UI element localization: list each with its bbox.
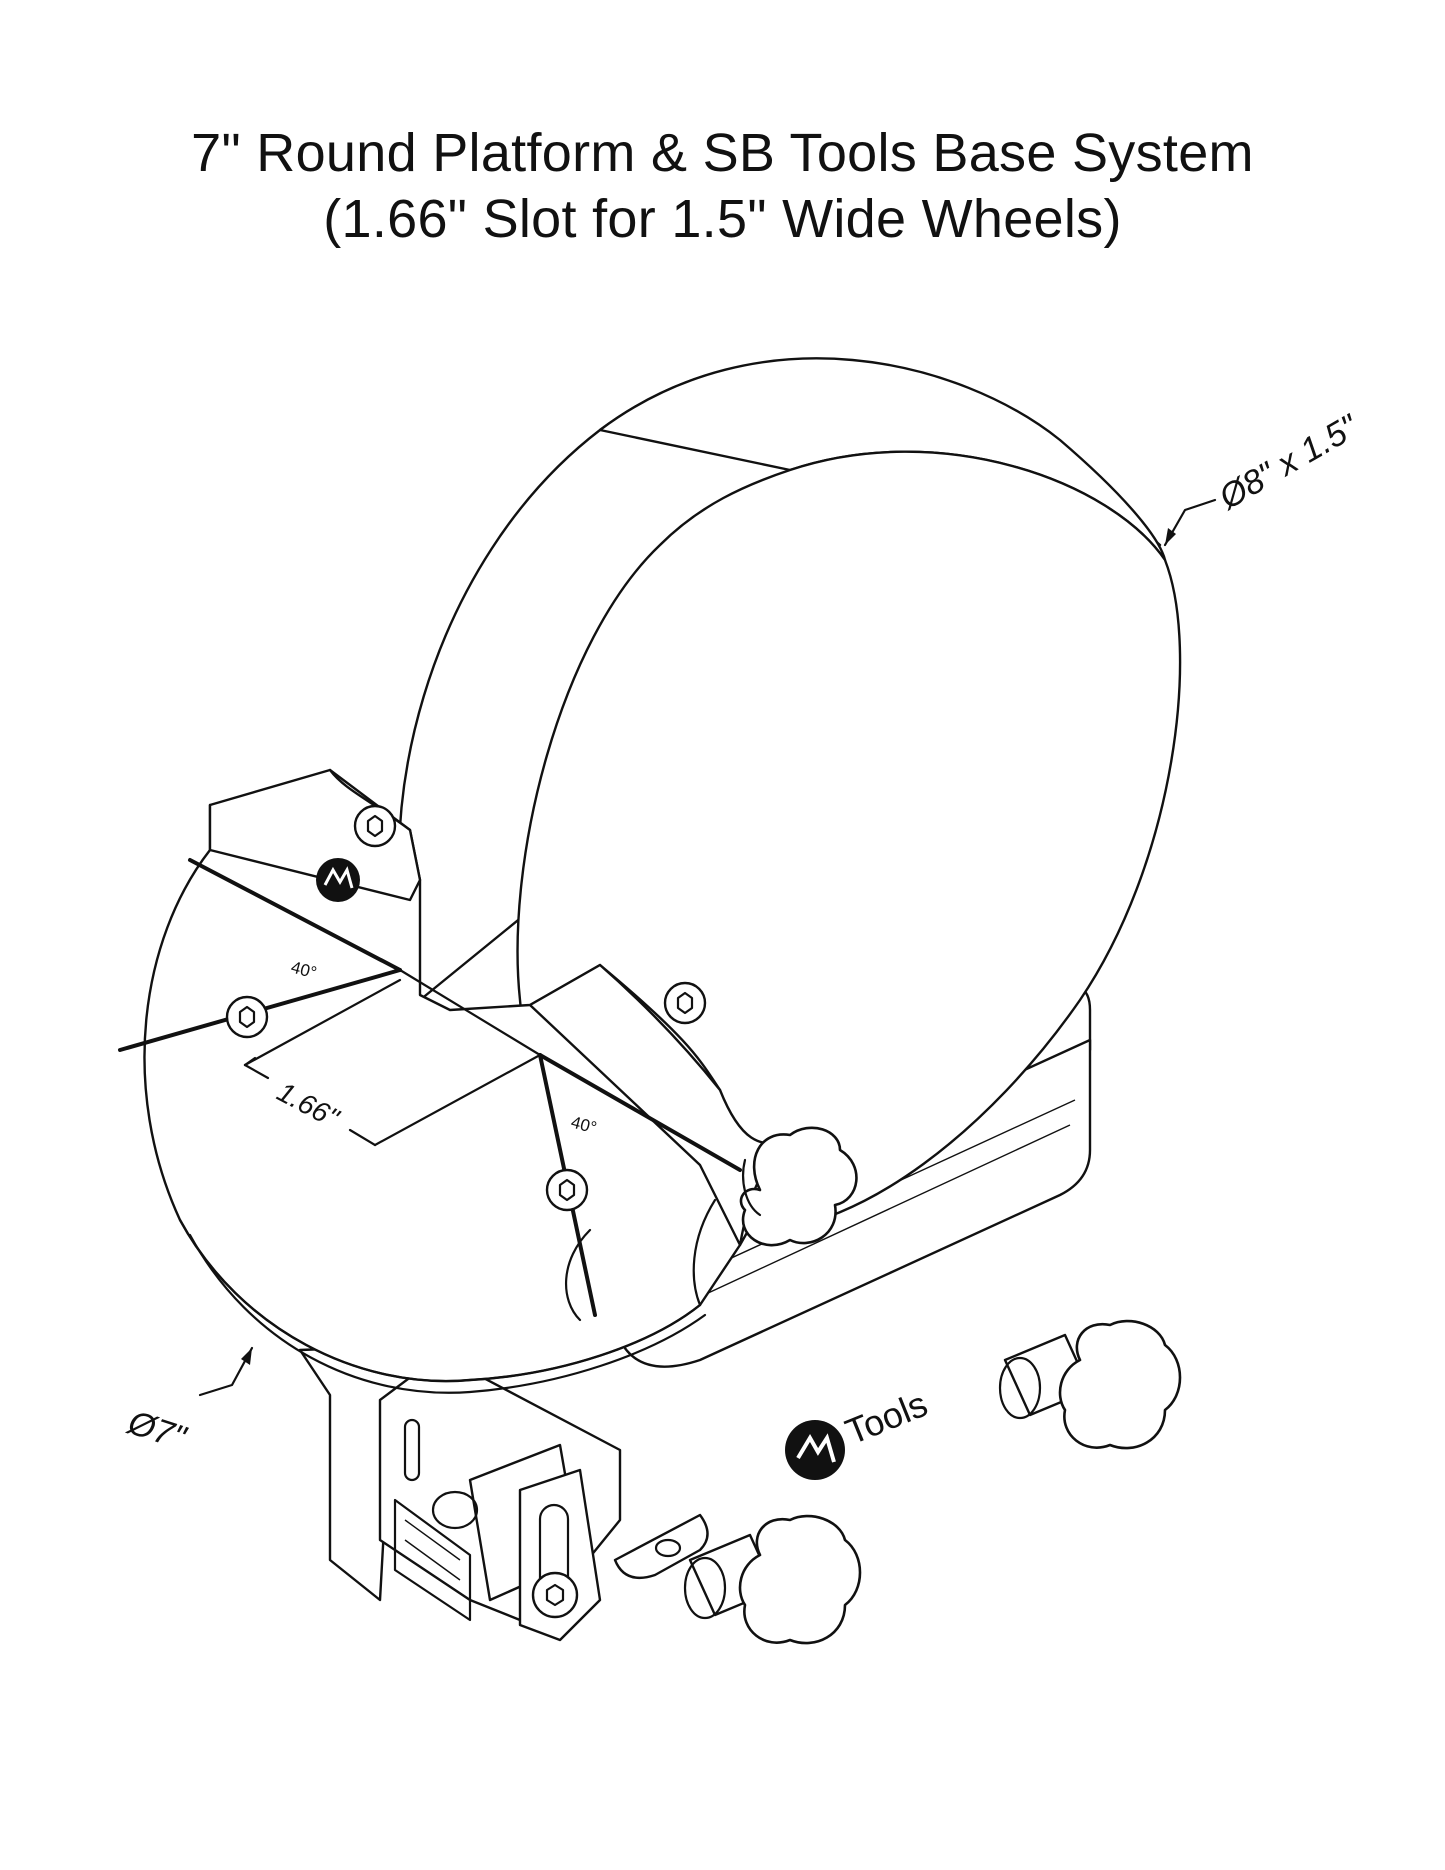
wheel-dimension-label: Ø8" x 1.5" bbox=[1212, 407, 1366, 518]
star-knob-icon bbox=[998, 1319, 1182, 1450]
grinding-wheel bbox=[397, 357, 1182, 1232]
hex-socket-screw-icon bbox=[531, 1571, 579, 1619]
title-block: 7" Round Platform & SB Tools Base System… bbox=[0, 120, 1445, 252]
brand-logo-icon bbox=[785, 1420, 845, 1480]
wheel-dimension-leader bbox=[1163, 498, 1217, 547]
star-knob-icon bbox=[739, 1126, 858, 1247]
angle-guide-line-left bbox=[188, 858, 402, 972]
brand-label: Tools bbox=[840, 1383, 933, 1452]
title-line-2: (1.66" Slot for 1.5" Wide Wheels) bbox=[323, 189, 1122, 249]
angle-guide-line-right bbox=[538, 1053, 742, 1172]
brand-logo-icon bbox=[316, 858, 360, 902]
hex-socket-screw-icon bbox=[353, 804, 397, 848]
round-platform: 40° 40° 1.66" bbox=[118, 768, 792, 1394]
hex-socket-screw-icon bbox=[663, 981, 707, 1025]
platform-diameter-label: Ø7" bbox=[123, 1403, 192, 1458]
title-line-1: 7" Round Platform & SB Tools Base System bbox=[191, 123, 1254, 183]
hex-socket-screw-icon bbox=[225, 995, 269, 1039]
support-arm bbox=[298, 1343, 622, 1642]
platform-diameter-leader bbox=[198, 1346, 254, 1397]
star-knob-icon bbox=[683, 1514, 862, 1645]
hex-socket-screw-icon bbox=[545, 1168, 589, 1212]
